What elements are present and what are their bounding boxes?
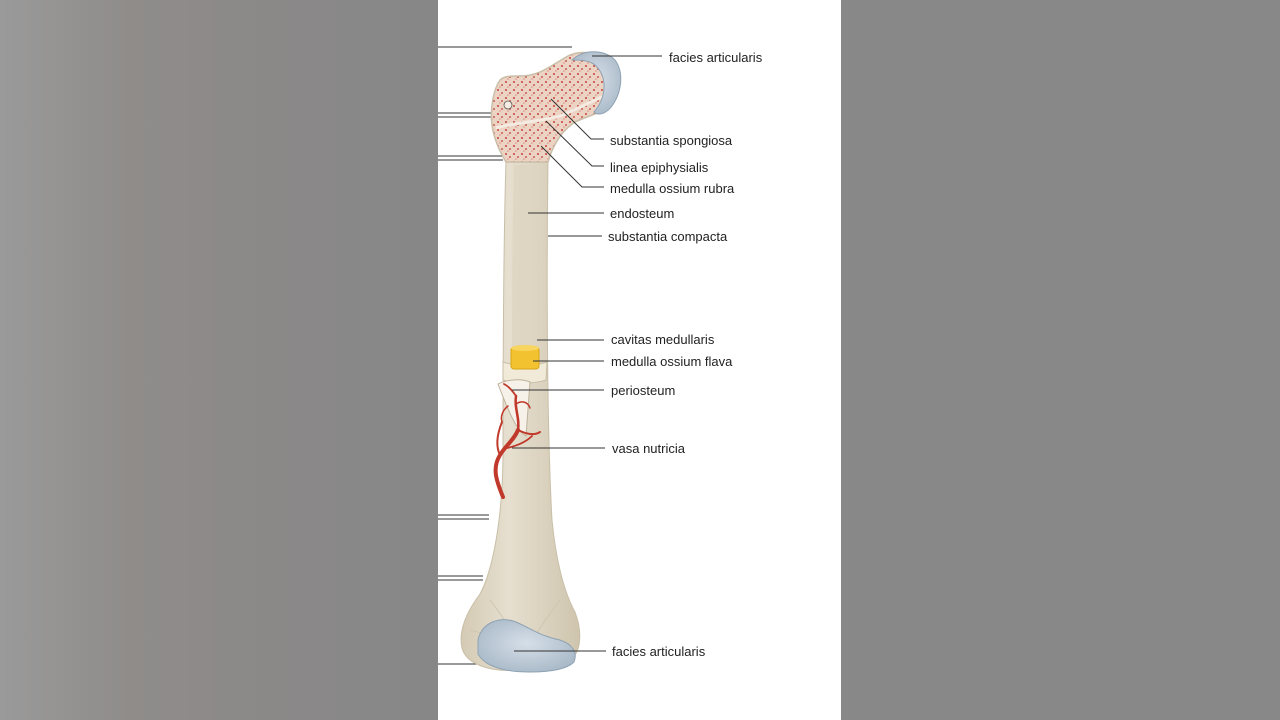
label-periosteum: periosteum xyxy=(611,383,675,398)
label-medulla-ossium-flava: medulla ossium flava xyxy=(611,354,733,369)
label-endosteum: endosteum xyxy=(610,206,674,221)
left-blurred-backdrop xyxy=(0,0,438,720)
label-facies-articularis-top: facies articularis xyxy=(669,50,763,65)
long-bone-diagram: facies articularis substantia spongiosa … xyxy=(438,0,841,720)
label-substantia-compacta: substantia compacta xyxy=(608,229,728,244)
label-substantia-spongiosa: substantia spongiosa xyxy=(610,133,733,148)
medullary-cavity xyxy=(512,165,540,360)
label-facies-articularis-bottom: facies articularis xyxy=(612,644,706,659)
right-blurred-backdrop xyxy=(841,0,1280,720)
label-cavitas-medullaris: cavitas medullaris xyxy=(611,332,715,347)
yellow-marrow-top xyxy=(511,345,539,351)
label-vasa-nutricia: vasa nutricia xyxy=(612,441,686,456)
label-medulla-ossium-rubra: medulla ossium rubra xyxy=(610,181,735,196)
diagram-panel: facies articularis substantia spongiosa … xyxy=(438,0,841,720)
label-linea-epiphysialis: linea epiphysialis xyxy=(610,160,709,175)
foramen-detail xyxy=(504,101,512,109)
